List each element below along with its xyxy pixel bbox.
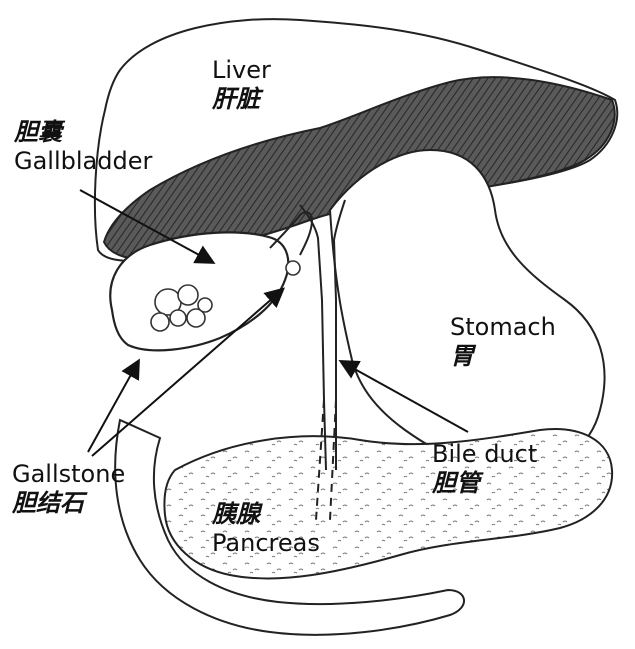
gallbladder-outline <box>110 232 288 350</box>
bile-duct-label-en: Bile duct <box>432 440 537 469</box>
bile-duct-label-zh: 胆管 <box>432 469 537 498</box>
bile-duct-label: Bile duct 胆管 <box>432 440 537 498</box>
stomach-outline <box>330 150 605 472</box>
gallbladder-label-en: Gallbladder <box>14 147 152 176</box>
pancreas-label: 胰腺 Pancreas <box>212 500 320 558</box>
stomach-label: Stomach 胃 <box>450 313 556 371</box>
gallbladder-label: 胆囊 Gallbladder <box>14 118 152 176</box>
liver-label-en: Liver <box>212 56 271 85</box>
gallstone-label-zh: 胆结石 <box>12 489 125 518</box>
gallstone-label: Gallstone 胆结石 <box>12 460 125 518</box>
stomach-label-zh: 胃 <box>450 342 556 371</box>
gallstone-label-en: Gallstone <box>12 460 125 489</box>
pancreas-label-en: Pancreas <box>212 529 320 558</box>
liver-label: Liver 肝脏 <box>212 56 271 114</box>
stomach-label-en: Stomach <box>450 313 556 342</box>
liver-label-zh: 肝脏 <box>212 85 271 114</box>
gallbladder-label-zh: 胆囊 <box>14 118 152 147</box>
pancreas-label-zh: 胰腺 <box>212 500 320 529</box>
